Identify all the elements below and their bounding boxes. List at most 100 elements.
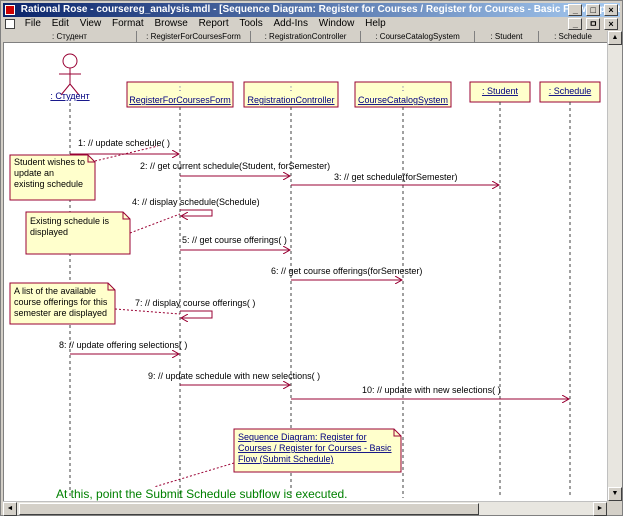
message-label: 4: // display schedule(Schedule) [132,197,260,207]
resize-grip[interactable] [607,501,622,515]
header-cell-student[interactable]: : Student [475,31,539,42]
note-line: update an [14,168,54,178]
message-arrow [180,209,213,216]
actor-head [62,53,78,69]
note-link-line[interactable]: Flow (Submit Schedule) [238,454,334,464]
message-1[interactable]: 1: // update schedule( ) [70,138,179,154]
menu-format[interactable]: Format [111,18,144,29]
message-10[interactable]: 10: // update with new selections( ) [291,385,569,399]
message-label: 8: // update offering selections( ) [59,340,187,350]
object-schedule[interactable]: : Schedule [539,81,601,103]
note-line: existing schedule [14,179,83,189]
diagram-canvas[interactable]: : Студент : RegisterForCoursesForm : Reg… [3,42,607,501]
rational-rose-icon [5,5,15,15]
lifeline-header-row: : Студент : RegisterForCoursesForm : Reg… [3,31,607,42]
window-title: Rational Rose - coursereg_analysis.mdl -… [20,4,620,15]
menu-tools[interactable]: Tools [239,18,263,29]
minimize-button[interactable]: _ [568,4,583,16]
note-fold [393,429,401,437]
note-line: semester are displayed [14,308,107,318]
menu-add-ins[interactable]: Add-Ins [273,18,308,29]
object-stereo: : [290,84,292,93]
note-anchor-line [94,145,159,162]
actor-left-leg [60,83,71,96]
note-shape [233,428,402,473]
message-2[interactable]: 2: // get current schedule(Student, forS… [140,161,330,176]
message-label: 3: // get schedule(forSemester) [334,172,458,182]
menu-browse[interactable]: Browse [154,18,188,29]
menu-window[interactable]: Window [318,18,355,29]
message-label: 9: // update schedule with new selection… [148,371,320,381]
message-label: 10: // update with new selections( ) [362,385,501,395]
note-fold [122,212,130,220]
object-course-catalog[interactable]: : CourseCatalogSystem [354,81,452,108]
menu-edit[interactable]: Edit [51,18,69,29]
message-6[interactable]: 6: // get course offerings(forSemester) [271,266,422,280]
horizontal-scroll-thumb[interactable] [19,503,479,515]
object-box [354,81,452,108]
note-anchor-line [114,308,181,315]
message-label: 6: // get course offerings(forSemester) [271,266,422,276]
note-fold [87,155,95,163]
menu-view[interactable]: View [79,18,102,29]
note-student-wishes[interactable]: Student wishes to update an existing sch… [9,145,159,201]
doc-close-button[interactable]: × [604,18,618,30]
note-shape [9,154,96,201]
menu-report[interactable]: Report [198,18,229,29]
doc-restore-button[interactable]: ㅁ [586,18,601,30]
close-button[interactable]: × [604,4,618,16]
scroll-up-button[interactable]: ▲ [608,31,622,45]
note-link-line[interactable]: Courses / Register for Courses - Basic [238,443,392,453]
message-9[interactable]: 9: // update schedule with new selection… [148,371,320,385]
note-anchor-line [129,213,181,234]
note-shape [25,211,131,255]
horizontal-scrollbar[interactable]: ◄ ► [3,501,607,516]
sequence-diagram: : Студент : RegisterForCoursesForm : Reg… [9,53,601,501]
message-label: 5: // get course offerings( ) [182,235,287,245]
footer-annotation[interactable]: At this, point the Submit Schedule subfl… [56,487,348,501]
object-box [126,81,234,108]
actor-right-leg [69,83,80,96]
note-line: displayed [30,227,68,237]
vertical-scrollbar[interactable]: ▲ ▼ [607,31,622,501]
menu-help[interactable]: Help [365,18,386,29]
message-label: 2: // get current schedule(Student, forS… [140,161,330,171]
scroll-left-button[interactable]: ◄ [3,502,17,516]
scroll-right-button[interactable]: ► [593,502,607,516]
doc-minimize-button[interactable]: _ [568,18,583,30]
student-actor[interactable]: : Студент [50,53,90,101]
document-icon[interactable] [5,19,15,29]
title-bar: Rational Rose - coursereg_analysis.mdl -… [3,3,620,17]
message-8[interactable]: 8: // update offering selections( ) [59,340,187,354]
object-label: : Schedule [549,86,592,96]
menu-file[interactable]: File [24,18,41,29]
header-cell-schedule[interactable]: : Schedule [554,32,592,41]
scroll-down-button[interactable]: ▼ [608,487,622,501]
header-cell-student-actor[interactable]: : Студент [3,31,137,42]
message-5[interactable]: 5: // get course offerings( ) [180,235,290,250]
object-register-form[interactable]: : RegisterForCoursesForm [126,81,234,108]
message-7[interactable]: 7: // display course offerings( ) [135,298,255,318]
note-shape [9,282,116,325]
note-line: course offerings for this [14,297,108,307]
note-course-offerings[interactable]: A list of the available course offerings… [9,282,181,325]
object-label: : Student [482,86,519,96]
message-label: 1: // update schedule( ) [78,138,170,148]
note-link-submit-schedule[interactable]: Sequence Diagram: Register for Courses /… [153,428,402,488]
header-cell-register-form[interactable]: : RegisterForCoursesForm [137,31,251,42]
note-link-line[interactable]: Sequence Diagram: Register for [238,432,367,442]
message-3[interactable]: 3: // get schedule(forSemester) [291,172,499,185]
actor-label: : Студент [50,91,89,101]
note-existing-schedule[interactable]: Existing schedule is displayed [25,211,181,255]
object-registration-controller[interactable]: : RegistrationController [243,81,339,108]
menu-bar: File Edit View Format Browse Report Tool… [3,17,620,31]
message-4[interactable]: 4: // display schedule(Schedule) [132,197,260,216]
note-line: A list of the available [14,286,96,296]
header-cell-course-catalog[interactable]: : CourseCatalogSystem [361,31,475,42]
maximize-button[interactable]: □ [586,4,601,16]
note-anchor-line [153,462,235,488]
object-student[interactable]: : Student [469,81,531,103]
header-cell-registration-controller[interactable]: : RegistrationController [251,31,361,42]
object-stereo: : [402,84,404,93]
